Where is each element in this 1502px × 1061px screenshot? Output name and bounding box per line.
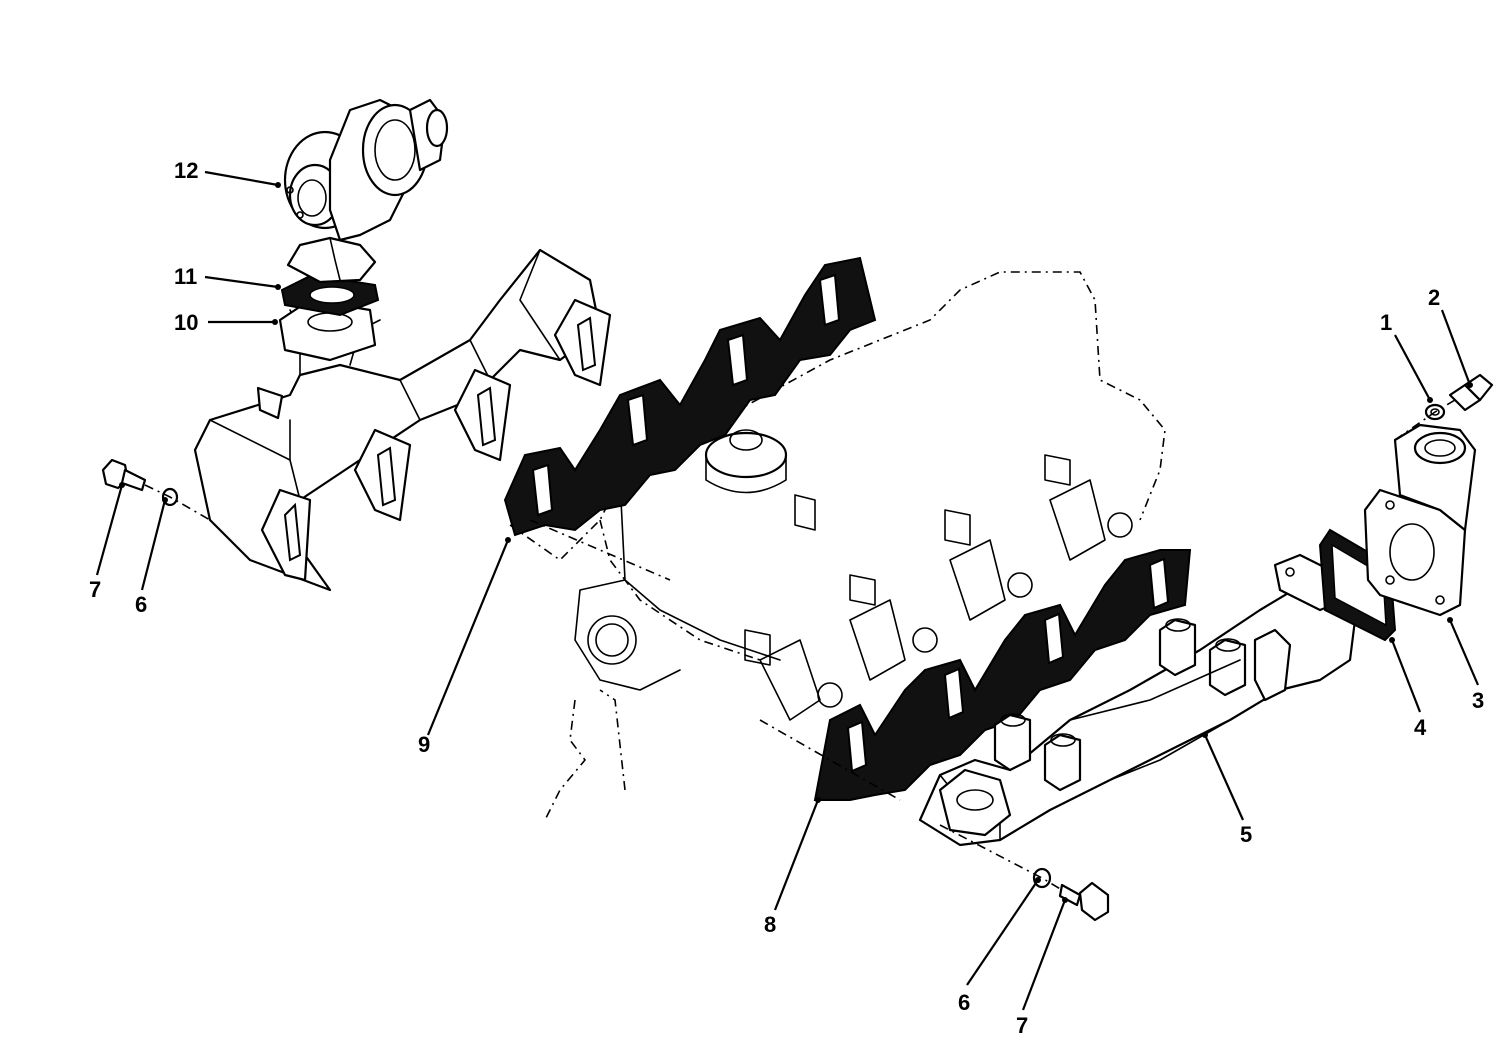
- callout-3: 3: [1472, 688, 1484, 713]
- bolt-left: [101, 458, 147, 492]
- leader-lines: [95, 170, 1480, 1011]
- centerline-gasket-head: [529, 519, 671, 581]
- callout-5: 5: [1240, 822, 1252, 847]
- callout-6-left: 6: [135, 592, 147, 617]
- exhaust-manifold: [193, 248, 612, 592]
- turbocharger: [283, 98, 449, 284]
- engine-cylinder-head: [509, 271, 1166, 821]
- centerline-left-bolt: [144, 484, 211, 521]
- callout-9: 9: [418, 732, 430, 757]
- outlet-elbow: [1363, 423, 1477, 617]
- callout-7-bottom: 7: [1016, 1013, 1028, 1038]
- centerline-elbow-bolt: [1394, 399, 1456, 441]
- callout-2: 2: [1428, 285, 1440, 310]
- callout-6-bottom: 6: [958, 990, 970, 1015]
- callout-1: 1: [1380, 310, 1392, 335]
- exhaust-manifold-gasket-upper: [503, 256, 877, 537]
- callout-11: 11: [174, 264, 197, 289]
- bolt-bottom: [1058, 881, 1110, 922]
- callout-8: 8: [764, 912, 776, 937]
- centerline-bottom-bolt: [939, 824, 1063, 891]
- callout-12: 12: [174, 158, 198, 183]
- callout-7-left: 7: [89, 577, 101, 602]
- centerline-lower-gasket: [759, 719, 901, 801]
- callout-10: 10: [174, 310, 198, 335]
- callout-4: 4: [1414, 715, 1427, 740]
- exhaust-manifold-right: [918, 553, 1357, 847]
- exhaust-manifold-gasket-lower: [813, 549, 1192, 801]
- bolt-elbow: [1448, 373, 1494, 412]
